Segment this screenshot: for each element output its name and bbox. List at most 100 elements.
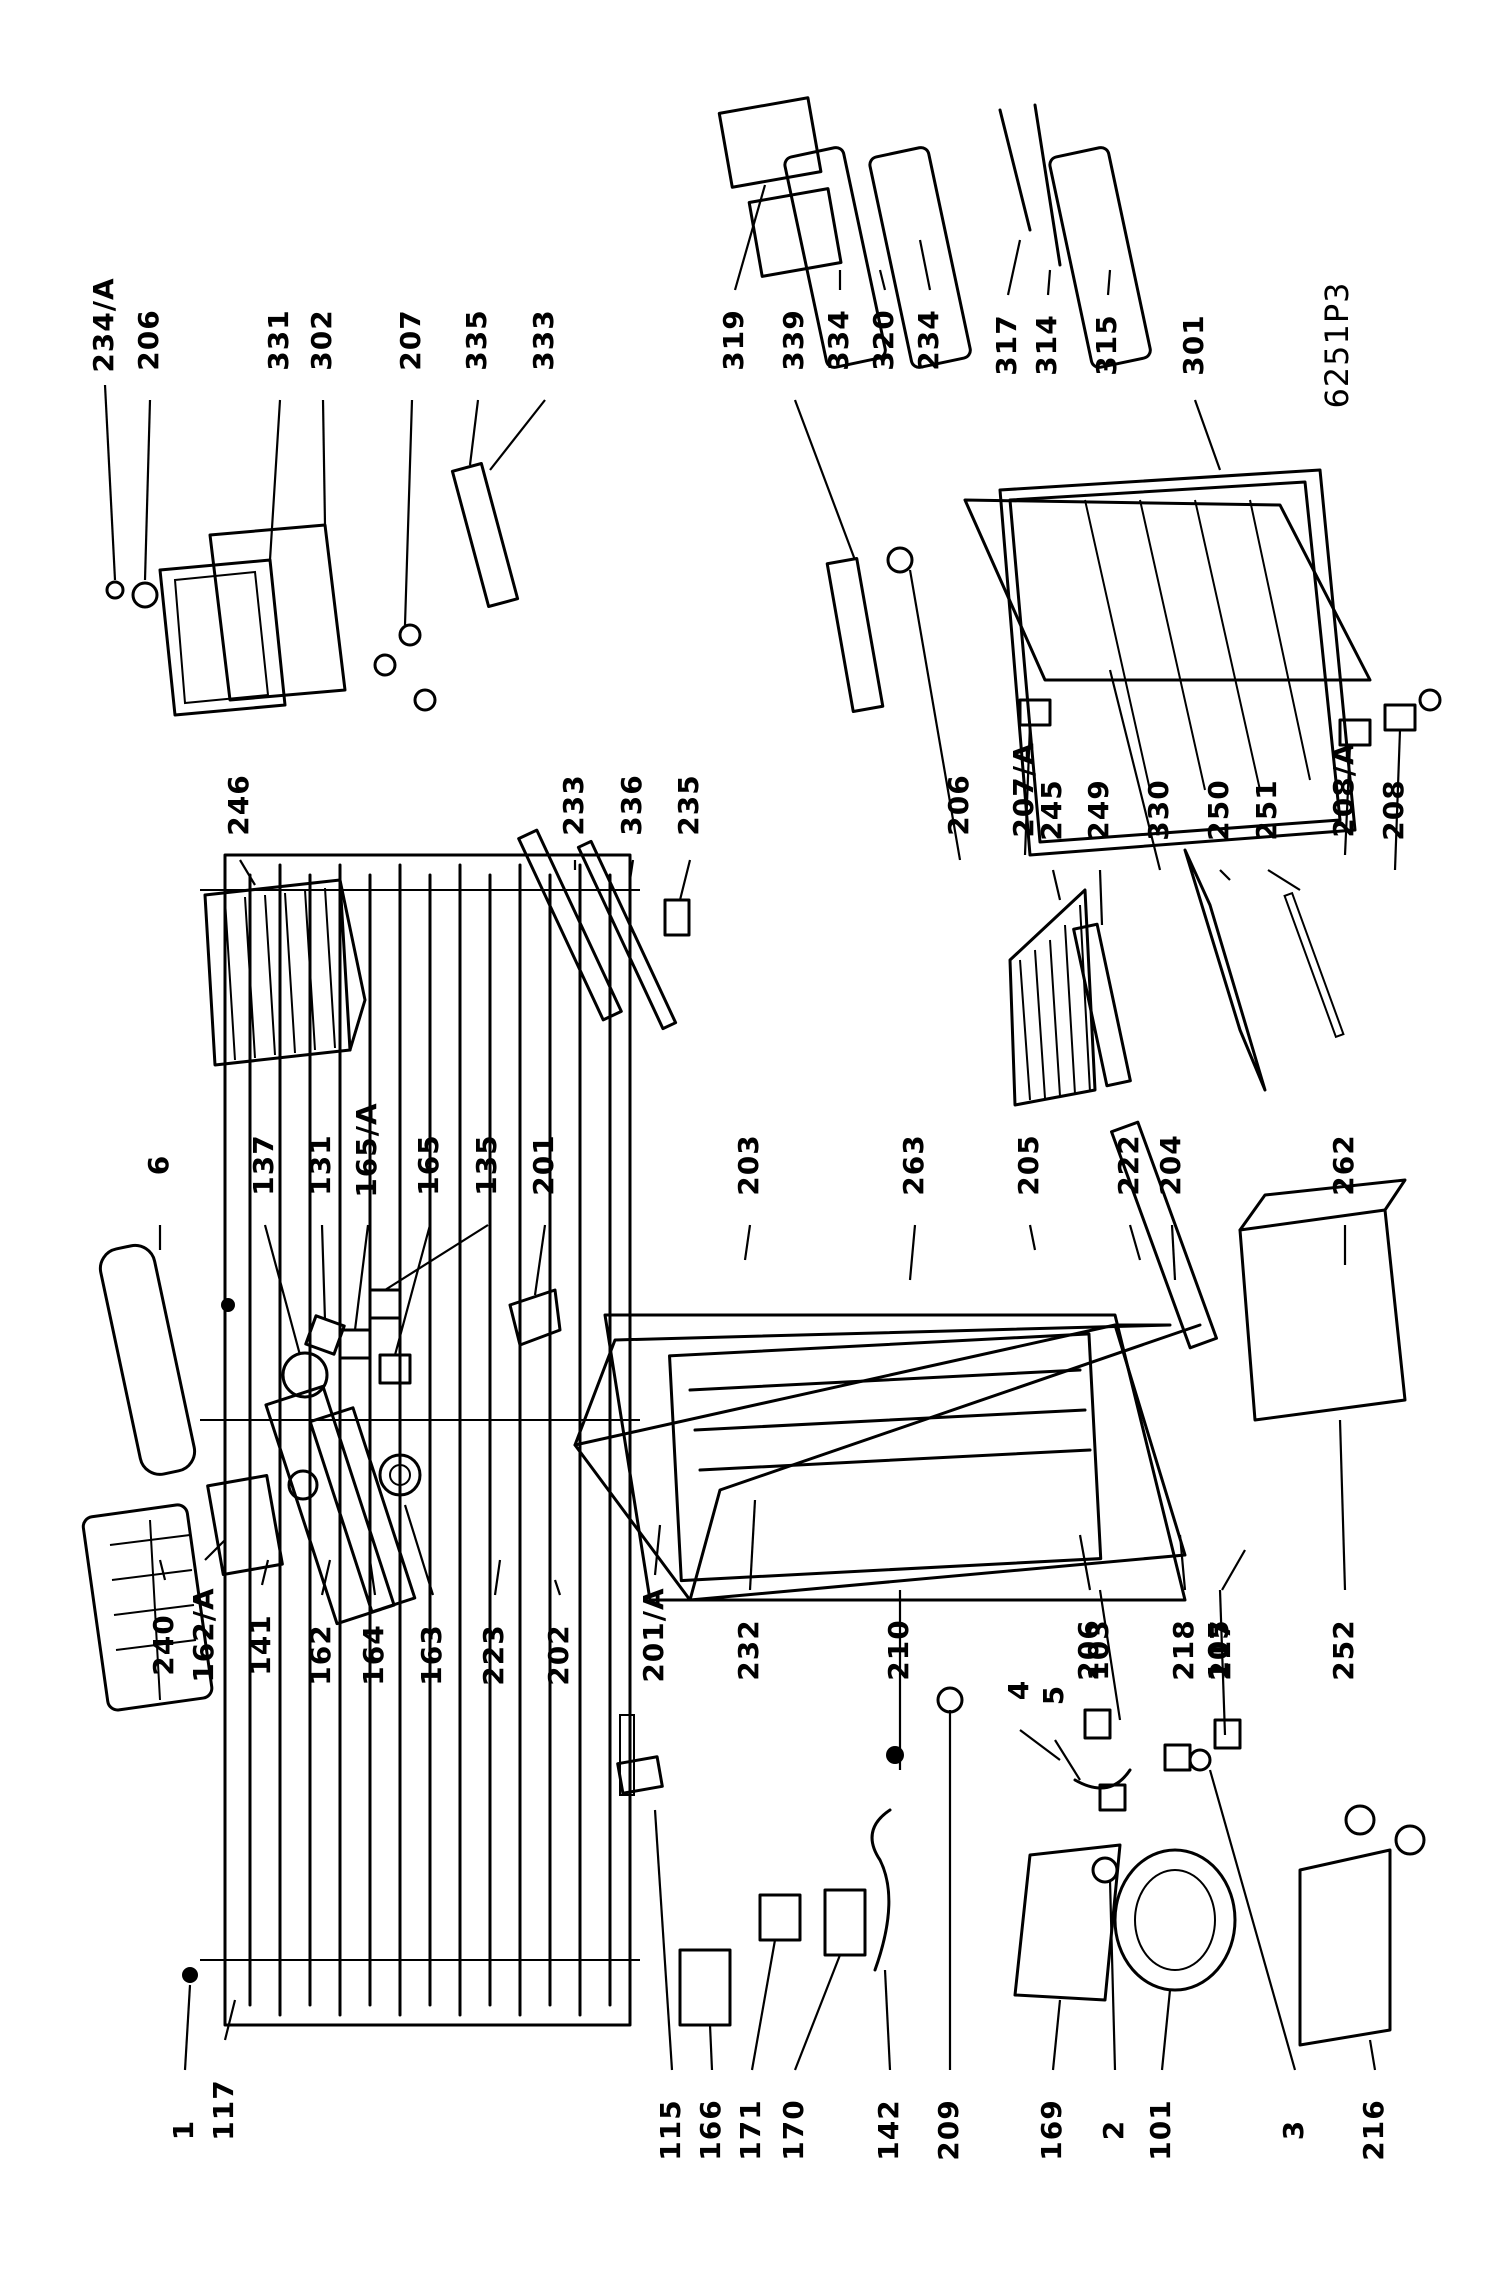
drip-tray-169: [1013, 1843, 1122, 2002]
leader-line-5: [1054, 1739, 1081, 1781]
leader-line-206c: [143, 399, 152, 581]
door-handle-strip: [98, 1243, 197, 1476]
leader-line-203: [743, 1224, 752, 1261]
leader-line-131: [320, 1224, 327, 1321]
callout-label-163: 163: [415, 1624, 448, 1685]
leader-line-208: [1393, 729, 1402, 871]
leader-line-302: [321, 399, 327, 526]
leader-line-223: [493, 1559, 502, 1596]
leader-line-163: [403, 1504, 435, 1596]
callout-label-101: 101: [1144, 2099, 1177, 2160]
callout-label-335: 335: [460, 309, 493, 370]
leader-line-339: [793, 399, 857, 561]
callout-label-252: 252: [1327, 1619, 1360, 1680]
ice-tray: [81, 1503, 214, 1712]
leader-line-3: [1208, 1769, 1297, 2071]
callout-label-171: 171: [734, 2099, 767, 2160]
leader-line-205: [1028, 1224, 1037, 1251]
leader-line-206b: [908, 569, 962, 861]
callout-label-218: 218: [1167, 1619, 1200, 1680]
leader-line-217: [1221, 1549, 1246, 1591]
leader-line-103: [1098, 1589, 1122, 1721]
callout-label-339: 339: [777, 309, 810, 370]
callout-label-206c: 206: [132, 309, 165, 370]
door-part-339: [825, 557, 885, 713]
callout-label-165: 165: [412, 1134, 445, 1195]
callout-label-319: 319: [717, 309, 750, 370]
callout-label-336: 336: [615, 774, 648, 835]
leader-line-218: [1178, 1534, 1187, 1591]
callout-label-137: 137: [247, 1134, 280, 1195]
callout-label-245: 245: [1035, 779, 1068, 840]
callout-label-234A: 234/A: [87, 277, 120, 372]
callout-label-1: 1: [167, 2120, 200, 2140]
leader-line-246: [239, 859, 256, 886]
screw-1: [182, 1967, 198, 1983]
callout-label-233: 233: [557, 774, 590, 835]
leader-line-240: [158, 1559, 167, 1581]
leader-line-249: [1098, 869, 1104, 926]
callout-label-208A: 208/A: [1327, 742, 1360, 837]
crisper-drawer: [1238, 1178, 1407, 1422]
callout-label-4: 4: [1002, 1680, 1035, 1700]
compressor: [1113, 1848, 1237, 1992]
leader-line-142: [883, 1969, 892, 2071]
callout-label-5: 5: [1037, 1685, 1070, 1705]
callout-label-206b: 206: [942, 774, 975, 835]
leader-line-234: [918, 239, 932, 291]
leader-line-330: [1108, 669, 1162, 871]
leader-line-115: [653, 1809, 674, 2071]
callout-label-232: 232: [732, 1619, 765, 1680]
leader-line-162A: [204, 1539, 226, 1561]
door-pins: [105, 580, 437, 712]
leader-line-331: [268, 399, 282, 561]
callout-label-330: 330: [1142, 779, 1175, 840]
leader-line-335: [468, 399, 480, 466]
leader-line-320: [878, 269, 887, 291]
leader-line-135: [384, 1224, 489, 1291]
callout-label-210: 210: [882, 1619, 915, 1680]
freezer-door-frame: [158, 523, 347, 717]
leader-line-162: [320, 1559, 332, 1596]
wire-shelf-246: [203, 878, 367, 1067]
small-parts-bottom: [1091, 1743, 1212, 1884]
leader-line-250: [1219, 869, 1231, 881]
callout-label-249: 249: [1082, 779, 1115, 840]
callout-label-301: 301: [1177, 314, 1210, 375]
leader-line-4: [1019, 1729, 1061, 1761]
leader-line-202: [553, 1579, 562, 1596]
leader-line-105: [1218, 1589, 1227, 1736]
callout-label-317: 317: [990, 314, 1023, 375]
hinge-201: [508, 1288, 562, 1347]
leader-line-169: [1051, 1999, 1062, 2071]
leader-line-204: [1170, 1224, 1177, 1281]
callout-label-315: 315: [1090, 314, 1123, 375]
leader-line-317: [1006, 239, 1022, 296]
callout-label-334: 334: [822, 309, 855, 370]
callout-label-263: 263: [897, 1134, 930, 1195]
leader-line-206a: [1078, 1534, 1092, 1591]
callout-label-201A: 201/A: [637, 1587, 670, 1682]
callout-label-135: 135: [470, 1134, 503, 1195]
leader-line-208A: [1343, 744, 1352, 856]
callout-label-333: 333: [527, 309, 560, 370]
leader-line-171: [750, 1939, 777, 2071]
callout-label-164: 164: [357, 1624, 390, 1685]
callout-label-204: 204: [1154, 1134, 1187, 1195]
callout-label-234: 234: [912, 309, 945, 370]
callout-label-246: 246: [222, 774, 255, 835]
leader-line-245: [1051, 869, 1062, 901]
callout-label-205: 205: [1012, 1134, 1045, 1195]
leader-line-101: [1160, 1989, 1172, 2071]
leader-line-1: [183, 1984, 192, 2071]
callout-label-3: 3: [1277, 2120, 1310, 2140]
callout-label-250: 250: [1202, 779, 1235, 840]
leader-line-207: [403, 399, 414, 626]
leader-line-137: [263, 1224, 302, 1356]
door-bins: [783, 103, 1152, 369]
callout-label-208: 208: [1377, 779, 1410, 840]
callout-label-203: 203: [732, 1134, 765, 1195]
leader-line-166: [708, 2024, 714, 2071]
